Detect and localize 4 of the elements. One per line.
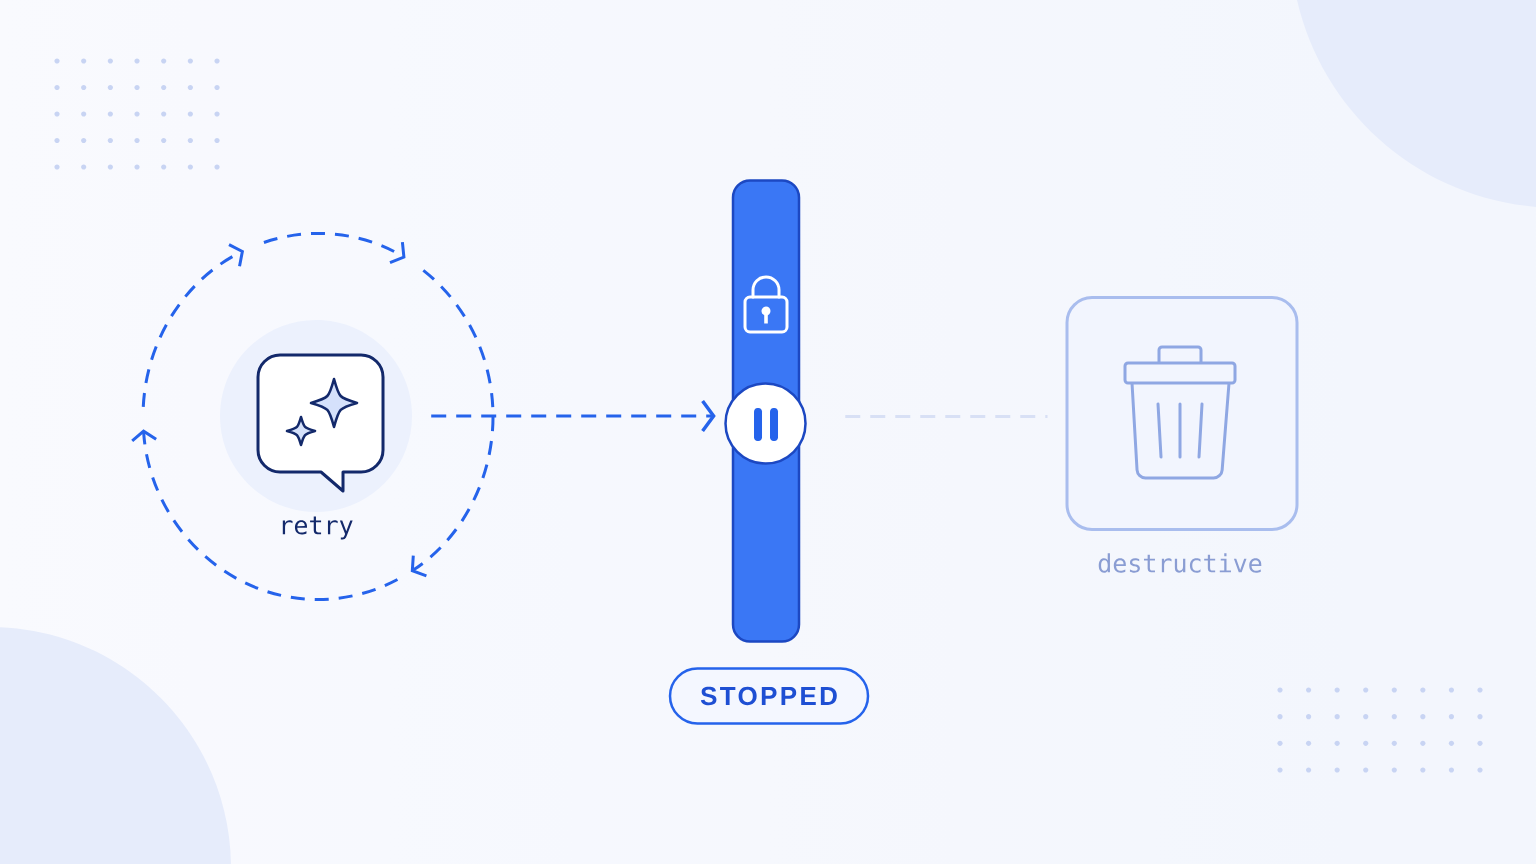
arrow — [431, 399, 716, 433]
node-label: retry — [282, 516, 353, 540]
status-pill: STOPPED — [668, 667, 870, 725]
node-label: destructive — [1098, 553, 1262, 573]
